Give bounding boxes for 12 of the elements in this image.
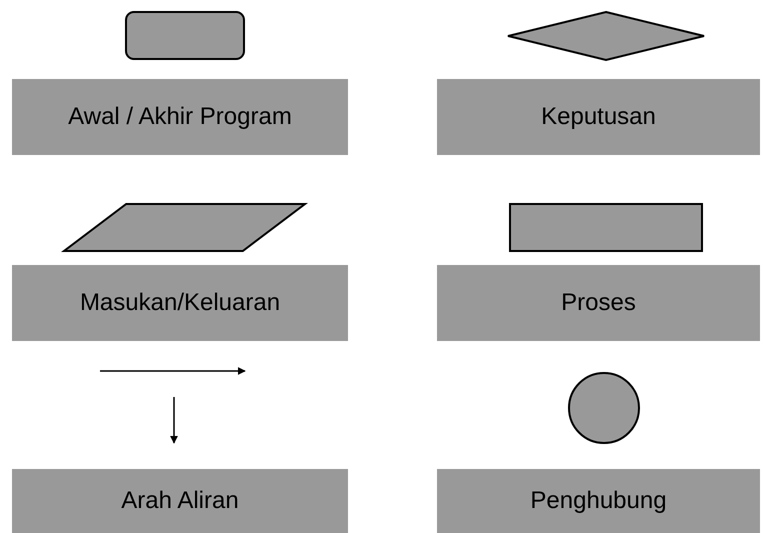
symbol-label: Awal / Akhir Program — [68, 103, 292, 131]
symbol-label: Keputusan — [541, 103, 656, 131]
label-panel — [12, 469, 348, 533]
label-panel — [437, 469, 760, 533]
symbol-label: Penghubung — [530, 487, 667, 515]
label-panel — [437, 265, 760, 341]
label-panel — [12, 79, 348, 155]
label-panel — [12, 265, 348, 341]
symbol-label: Arah Aliran — [121, 487, 239, 515]
label-panel — [437, 79, 760, 155]
symbol-label: Proses — [561, 289, 636, 317]
symbol-label: Masukan/Keluaran — [80, 289, 280, 317]
